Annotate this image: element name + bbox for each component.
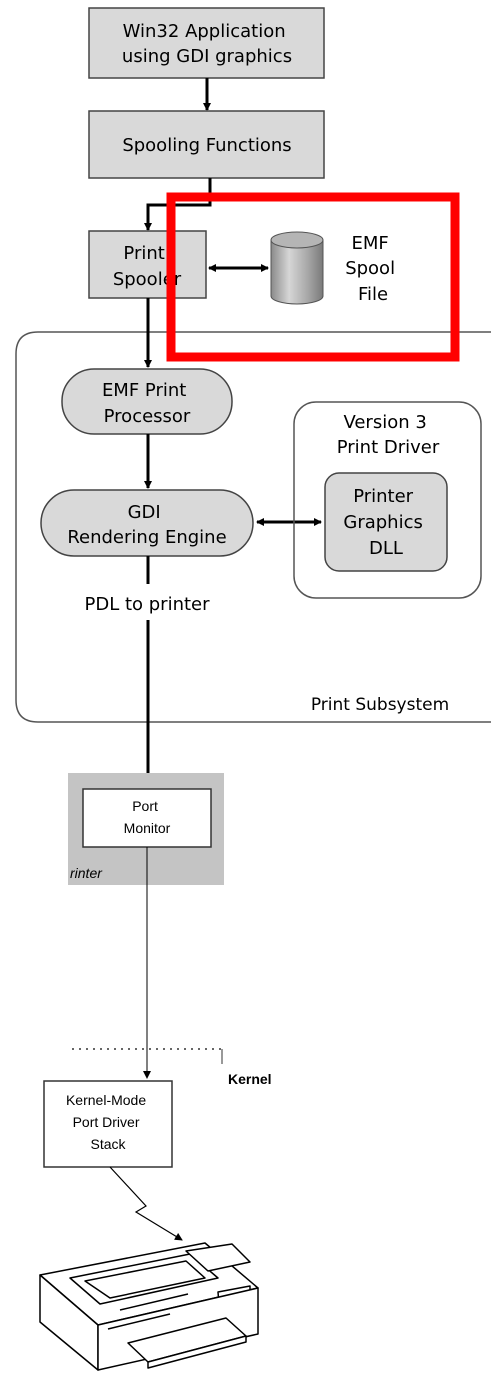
database-cylinder-icon xyxy=(270,231,324,305)
print-spooler-label: Print Spooler xyxy=(113,243,182,290)
print-driver-label: Version 3 Print Driver xyxy=(337,412,440,458)
gdi-rendering-engine-label: GDI Rendering Engine xyxy=(67,502,226,548)
emf-print-processor-label: EMF Print Processor xyxy=(102,380,192,427)
emf-spool-file-label: EMF Spool File xyxy=(345,233,401,305)
lightning-connector xyxy=(109,1166,183,1241)
spooling-functions-box xyxy=(88,110,325,179)
pdl-to-printer-label: PDL to printer xyxy=(84,594,210,615)
print-driver-container xyxy=(293,401,482,599)
printer-graphics-dll-label: Printer Graphics DLL xyxy=(343,486,428,559)
spooling-functions-label: Spooling Functions xyxy=(122,135,291,156)
port-monitor-box xyxy=(82,788,212,848)
print-subsystem-label: Print Subsystem xyxy=(311,695,449,715)
win32-application-box xyxy=(88,7,325,79)
port-monitor-label: Port Monitor xyxy=(124,798,171,836)
kernel-fragment-label: Kernel xyxy=(228,1071,272,1087)
printer-device-icon xyxy=(39,1242,259,1371)
arrow-spooling-to-spooler xyxy=(144,178,212,231)
printer-graphics-dll-box xyxy=(324,472,448,572)
win32-application-label: Win32 Application using GDI graphics xyxy=(122,21,292,67)
printer-fragment-text: rinter xyxy=(70,865,103,881)
print-subsystem-container xyxy=(15,331,491,723)
kernel-port-driver-label: Kernel-Mode Port Driver Stack xyxy=(66,1092,150,1152)
highlight-box xyxy=(166,192,460,362)
kernel-label-mask xyxy=(224,1064,304,1073)
kernel-port-driver-box xyxy=(43,1080,173,1168)
